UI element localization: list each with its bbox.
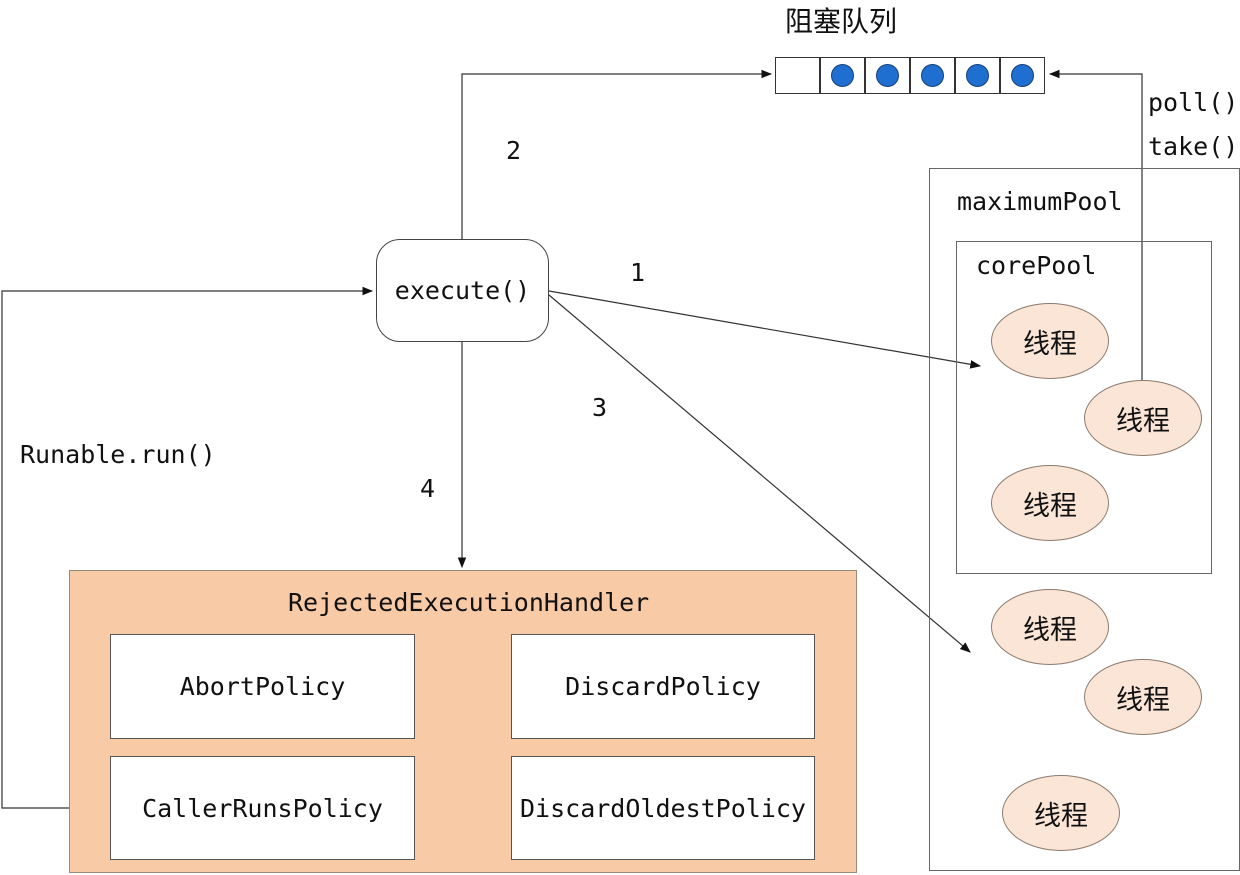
queued-task-dot [876, 64, 899, 87]
abort-policy-label: AbortPolicy [179, 672, 346, 701]
queued-task-dot [921, 64, 944, 87]
core-pool-box [956, 241, 1212, 574]
maximum-pool-label: maximumPool [957, 187, 1123, 216]
poll-label: poll() [1148, 88, 1239, 117]
queued-task-dot [831, 64, 854, 87]
caller-runs-policy-label: CallerRunsPolicy [142, 793, 383, 823]
extra-thread: 线程 [1002, 775, 1120, 851]
discard-policy-label: DiscardPolicy [565, 672, 761, 701]
core-thread: 线程 [991, 303, 1109, 379]
take-label: take() [1148, 132, 1239, 161]
queue-slot [955, 57, 1000, 94]
core-thread: 线程 [991, 465, 1109, 541]
extra-thread: 线程 [991, 589, 1109, 665]
queued-task-dot [1011, 64, 1034, 87]
arrow-to-core-pool [548, 290, 982, 369]
queue-title: 阻塞队列 [785, 5, 898, 38]
queue-slot [910, 57, 955, 94]
queue-slot-empty [775, 57, 820, 94]
caller-runs-label: Runable.run() [20, 440, 216, 469]
queue-slot [1000, 57, 1045, 94]
extra-thread: 线程 [1084, 659, 1202, 735]
flow-label-queue: 2 [506, 136, 522, 165]
handler-title: RejectedExecutionHandler [288, 588, 650, 617]
discard-oldest-policy-box: DiscardOldestPolicy [511, 756, 815, 860]
flow-label-reject: 4 [420, 474, 436, 503]
core-pool-label: corePool [976, 251, 1097, 280]
discard-policy-box: DiscardPolicy [511, 634, 815, 739]
arrow-thread-poll [1048, 69, 1143, 380]
flow-label-max: 3 [592, 393, 608, 422]
arrow-to-maximum-pool [548, 294, 971, 653]
queued-task-dot [966, 64, 989, 87]
execute-node: execute() [376, 239, 549, 342]
arrow-to-queue [461, 69, 773, 239]
flow-label-core: 1 [630, 258, 646, 287]
caller-runs-policy-box: CallerRunsPolicy [110, 756, 415, 860]
execute-label: execute() [394, 276, 531, 305]
discard-oldest-policy-label: DiscardOldestPolicy [520, 793, 806, 823]
queue-slot [865, 57, 910, 94]
arrow-caller-runs-loop [1, 286, 374, 809]
core-thread: 线程 [1084, 380, 1202, 456]
abort-policy-box: AbortPolicy [110, 634, 415, 739]
queue-slot [820, 57, 865, 94]
